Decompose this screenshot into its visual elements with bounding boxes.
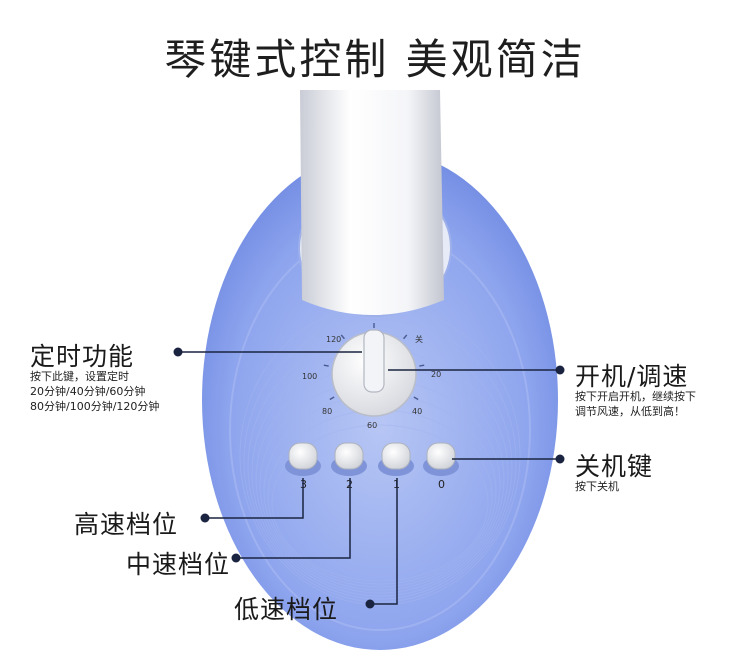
button-high-speed[interactable] <box>285 442 321 476</box>
mid-speed-callout: 中速档位 <box>126 550 231 579</box>
off-key-callout-title: 关机键 <box>575 452 654 481</box>
off-key-callout-desc: 按下关机 <box>575 480 619 493</box>
base-ridge <box>271 424 489 582</box>
timer-callout-title: 定时功能 <box>30 342 135 371</box>
low-speed-callout: 低速档位 <box>234 595 339 624</box>
button-off[interactable] <box>423 442 459 476</box>
button-low-speed[interactable] <box>378 442 414 476</box>
dial-tick <box>413 396 419 401</box>
dial-mark-40: 40 <box>412 407 422 416</box>
dial-tick <box>403 334 408 340</box>
timer-callout-desc-3: 80分钟/100分钟/120分钟 <box>30 400 160 413</box>
button-mid-speed[interactable] <box>331 442 367 476</box>
dial-tick <box>329 396 335 401</box>
base-ridge <box>243 319 517 603</box>
timer-callout-desc-2: 20分钟/40分钟/60分钟 <box>30 385 146 398</box>
dial-tick <box>323 364 329 367</box>
dial-tick <box>419 364 425 367</box>
dial-tick <box>340 334 345 340</box>
dial-mark-120: 120 <box>326 335 341 344</box>
dial-ticks <box>323 323 425 401</box>
dial-mark-20: 20 <box>431 370 441 379</box>
callout-dots <box>173 347 565 609</box>
timer-dial[interactable] <box>331 329 417 417</box>
power-speed-callout-desc-1: 按下开启开机，继续按下 <box>575 390 696 403</box>
power-speed-callout-title: 开机/调速 <box>575 362 689 391</box>
page-title: 琴键式控制 美观简洁 <box>164 35 586 84</box>
fan-pole <box>300 90 444 315</box>
dial-mark-80: 80 <box>322 407 332 416</box>
power-speed-callout-desc-2: 调节风速，从低到高！ <box>575 405 685 418</box>
dial-mark-off: 关 <box>415 334 423 344</box>
dial-mark-60: 60 <box>367 421 377 430</box>
high-speed-callout: 高速档位 <box>74 510 179 539</box>
timer-callout-desc-1: 按下此键，设置定时 <box>30 370 129 383</box>
button-number-0: 0 <box>438 478 445 491</box>
dial-mark-100: 100 <box>302 372 317 381</box>
callout-lines <box>178 351 560 605</box>
